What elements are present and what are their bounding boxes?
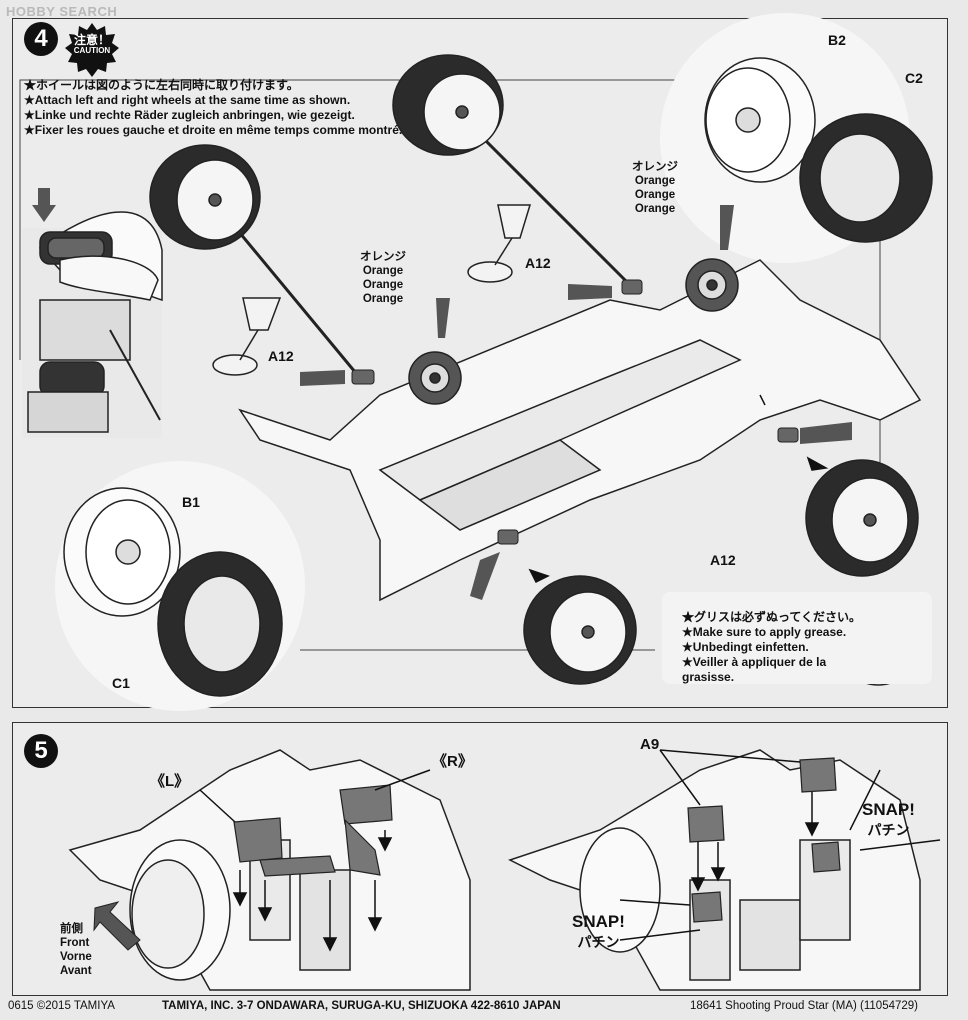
plate-r-arm (344, 818, 381, 876)
grease-dab-icon (470, 552, 500, 600)
a9-part-right (799, 757, 837, 793)
wheel-rear-right (805, 459, 919, 577)
a12-bearing-right (777, 427, 799, 443)
down-arrow-icon (804, 822, 820, 837)
company-address-footer: TAMIYA, INC. 3-7 ONDAWARA, SURUGA-KU, SH… (162, 1000, 561, 1012)
arrow-icon (806, 456, 829, 471)
grease-note: ★グリスは必ずぬってください。 ★Make sure to apply grea… (682, 610, 862, 684)
grease-dab-icon (436, 298, 450, 338)
chassis-illustration (238, 259, 922, 602)
part-label-b1: B1 (182, 494, 200, 510)
wheel-rear-left (392, 54, 504, 156)
part-label-l: 《L》 (150, 773, 190, 790)
down-arrow-icon (710, 867, 726, 882)
part-label-r: 《R》 (432, 753, 473, 770)
a9-installed-right (811, 841, 841, 873)
product-code-footer: 18641 Shooting Proud Star (MA) (11054729… (690, 1000, 919, 1012)
snap-note-right: SNAP! パチン (862, 800, 915, 838)
gear-right (685, 258, 739, 312)
gear-color-note-right: オレンジ Orange Orange Orange (632, 161, 678, 215)
part-label-a12-bottom: A12 (710, 552, 736, 568)
snap-note-left: SNAP! パチン (572, 912, 625, 950)
part-label-c2: C2 (905, 70, 923, 86)
step-4-instructions: ★ホイールは図のように左右同時に取り付けます。 ★Attach left and… (24, 78, 402, 138)
arrow-icon (528, 568, 550, 584)
down-arrow-icon (322, 937, 338, 952)
wheel-b1-c1-inset (63, 487, 283, 697)
instruction-line: ★Linke und rechte Räder zugleich anbring… (24, 108, 355, 122)
plate-l-part (233, 817, 283, 863)
a9-installed-left (691, 891, 723, 923)
caution-badge-icon (65, 23, 119, 77)
part-label-a12-left: A12 (268, 348, 294, 364)
down-arrow-icon (377, 837, 393, 852)
down-arrow-icon (367, 917, 383, 932)
watermark: HOBBY SEARCH (6, 4, 118, 19)
a12-bearing-bottom (497, 529, 519, 545)
hand-inset-illustration (22, 188, 163, 438)
down-arrow-icon (257, 907, 273, 922)
gear-color-note-left: オレンジ Orange Orange Orange (360, 251, 406, 305)
instruction-line: ★Attach left and right wheels at the sam… (24, 93, 351, 107)
instruction-line: ★ホイールは図のように左右同時に取り付けます。 (24, 78, 299, 92)
wheel-front-right (523, 575, 637, 685)
grease-note-box (662, 592, 932, 684)
axle-rear (468, 123, 632, 287)
a9-part-left (687, 805, 725, 843)
down-arrow-icon (32, 188, 56, 222)
step-number-badge: 4 (24, 22, 58, 56)
plate-r-part (339, 784, 393, 825)
part-label-a12-top: A12 (525, 255, 551, 271)
grease-dab-icon (300, 370, 345, 386)
grease-dab-icon (800, 422, 852, 444)
instruction-line: ★Fixer les roues gauche et droite en mêm… (24, 123, 403, 137)
plate-l-arm (259, 855, 336, 877)
wheel-front-left (149, 144, 261, 250)
part-label-a9: A9 (640, 736, 660, 753)
down-arrow-icon (690, 877, 706, 892)
step-number-badge: 5 (24, 734, 58, 768)
a12-bearing-left (351, 369, 375, 385)
down-arrow-icon (232, 892, 248, 907)
a12-bearing-top (621, 279, 643, 295)
part-label-c1: C1 (112, 675, 130, 691)
wheel-b2-c2-inset (704, 57, 933, 243)
front-direction-label: 前側 Front Vorne Avant (60, 923, 92, 977)
copyright-footer: 0615 ©2015 TAMIYA (8, 1000, 115, 1012)
axle-front (223, 214, 362, 379)
gear-left (408, 351, 462, 405)
caution-label: 注意！ CAUTION (73, 33, 111, 55)
grease-dab-icon (568, 284, 612, 300)
front-direction-arrow-icon (93, 901, 141, 951)
part-label-b2: B2 (828, 32, 846, 48)
grease-dab-icon (720, 205, 734, 250)
